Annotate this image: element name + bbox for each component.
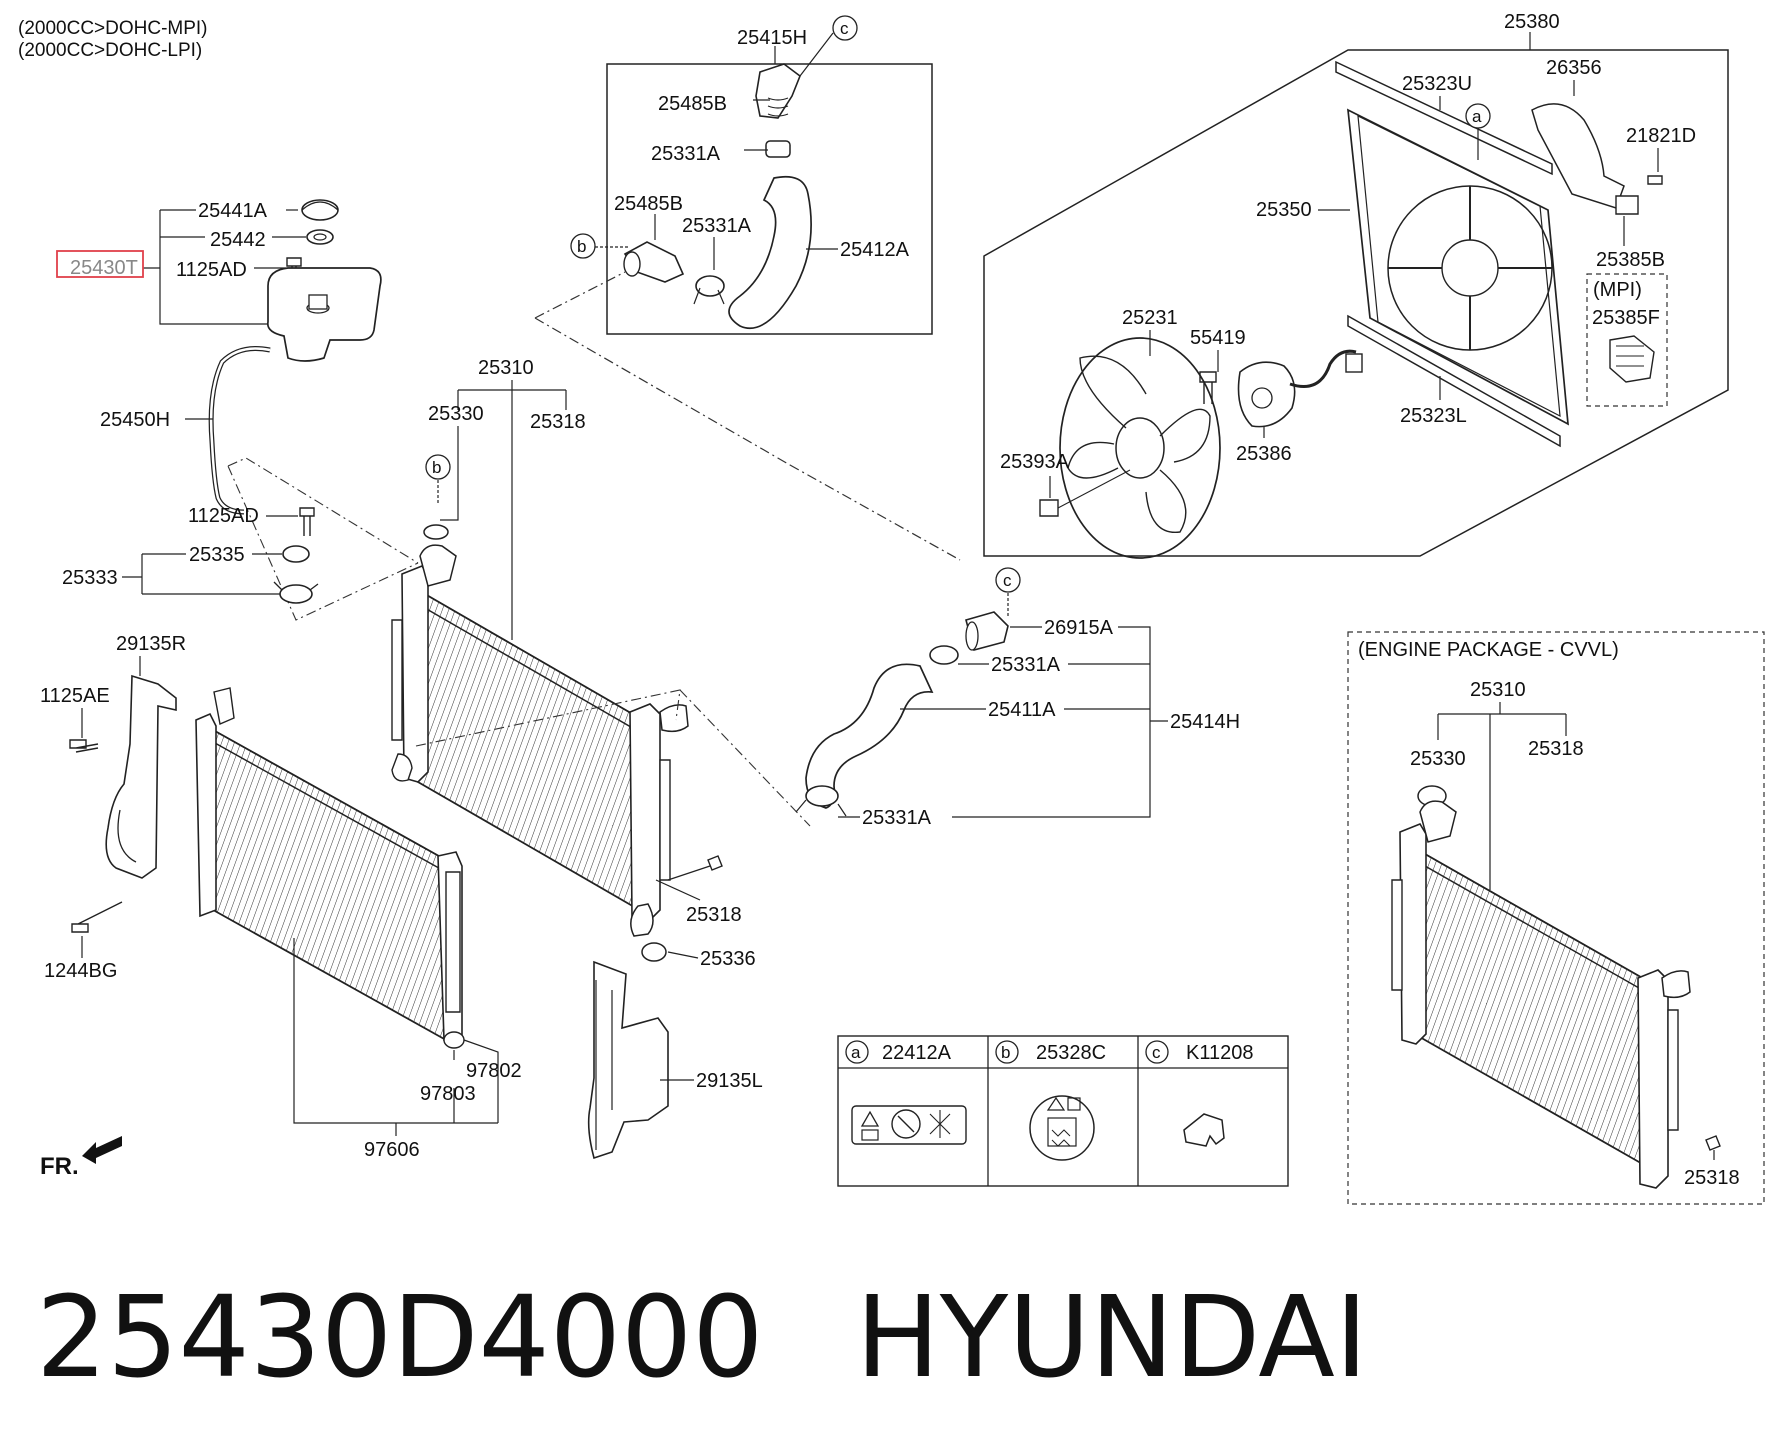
label-25331A-top: 25331A — [651, 143, 721, 165]
legend-part-a: 22412A — [882, 1042, 952, 1064]
air-guide-left-shape — [587, 960, 669, 1160]
label-25385F: 25385F — [1592, 307, 1660, 329]
label-25412A: 25412A — [840, 239, 910, 261]
label-25318-cvvl-top: 25318 — [1528, 738, 1584, 760]
label-25323L: 25323L — [1400, 405, 1467, 427]
fan-shroud-box — [983, 49, 1729, 557]
mpi-box — [1586, 273, 1668, 407]
label-97606: 97606 — [364, 1139, 420, 1161]
label-25331A-r2: 25331A — [862, 807, 932, 829]
label-25450H: 25450H — [100, 409, 170, 431]
warning-label-icon — [851, 1105, 967, 1145]
projection-lines-upper — [534, 271, 961, 561]
lower-hose-bracket-lines — [952, 626, 1168, 818]
label-25385B: 25385B — [1596, 249, 1665, 271]
label-21821D: 21821D — [1626, 125, 1696, 147]
label-25318-top: 25318 — [530, 411, 586, 433]
label-25386: 25386 — [1236, 443, 1292, 465]
front-arrow-icon — [82, 1136, 122, 1164]
cooling-fan-shape — [1059, 337, 1221, 559]
label-25415H: 25415H — [737, 27, 807, 49]
elbow-fitting-shape — [755, 63, 801, 119]
air-guide-right-shape — [105, 674, 177, 879]
callout-a-fan-letter: a — [1472, 107, 1482, 126]
label-25330: 25330 — [428, 403, 484, 425]
label-25411A: 25411A — [988, 699, 1056, 721]
callout-b-hose-letter: b — [577, 237, 586, 256]
label-25485B-top: 25485B — [658, 93, 727, 115]
highlight-box-25430T[interactable] — [56, 250, 144, 278]
label-25430T[interactable]: 25430T — [70, 257, 138, 279]
label-26915A: 26915A — [1044, 617, 1114, 639]
label-25333: 25333 — [62, 567, 118, 589]
shroud-strip-upper — [1335, 60, 1553, 176]
fr-label: FR. — [40, 1153, 79, 1180]
label-25331A-r1: 25331A — [991, 654, 1061, 676]
label-25414H: 25414H — [1170, 711, 1240, 733]
label-29135L: 29135L — [696, 1070, 763, 1092]
label-25350: 25350 — [1256, 199, 1312, 221]
label-25310-cvvl: 25310 — [1470, 679, 1526, 701]
upper-hose-box — [606, 63, 933, 335]
lower-radiator-hose-shape — [805, 663, 934, 809]
legend-table: a 22412A b 25328C c K11208 — [837, 1035, 1289, 1187]
engine-package-box — [1347, 631, 1765, 1205]
shroud-strip-lower — [1347, 314, 1561, 448]
label-25393A: 25393A — [1000, 451, 1070, 473]
label-97802: 97802 — [466, 1060, 522, 1082]
mpi-note: (MPI) — [1593, 279, 1642, 301]
reservoir-bracket-lines — [159, 209, 268, 325]
label-1125AE: 1125AE — [40, 685, 110, 707]
legend-part-c: K11208 — [1186, 1042, 1253, 1064]
engine-package-note: (ENGINE PACKAGE - CVVL) — [1358, 639, 1619, 661]
label-25318-mid: 25318 — [686, 904, 742, 926]
label-29135R: 29135R — [116, 633, 186, 655]
label-26356: 26356 — [1546, 57, 1602, 79]
label-25330-cvvl: 25330 — [1410, 748, 1466, 770]
label-55419: 55419 — [1190, 327, 1246, 349]
callout-c-right-letter: c — [1003, 571, 1012, 590]
projection-lines-lower-hose — [415, 689, 811, 827]
label-25323U: 25323U — [1402, 73, 1472, 95]
label-1244BG: 1244BG — [44, 960, 117, 982]
label-25335: 25335 — [189, 544, 245, 566]
footer-brand: HYUNDAI — [855, 1273, 1368, 1403]
header-note-2: (2000CC>DOHC-LPI) — [18, 40, 202, 61]
label-25331A-mid: 25331A — [682, 215, 752, 237]
label-25442: 25442 — [210, 229, 266, 251]
coolant-reservoir-tank-shape — [266, 267, 382, 362]
label-25380: 25380 — [1504, 11, 1560, 33]
label-25310: 25310 — [478, 357, 534, 379]
legend-letter-b: b — [1001, 1043, 1010, 1062]
legend-letter-c: c — [1152, 1043, 1161, 1062]
label-25231: 25231 — [1122, 307, 1178, 329]
clip-k11208-icon — [1183, 1113, 1225, 1147]
callout-b-hose — [570, 233, 596, 259]
cvvl-radiator-core-shape — [1417, 848, 1647, 1168]
label-1125AD-low: 1125AD — [188, 505, 259, 527]
projection-lines-reservoir — [227, 457, 419, 621]
label-25336: 25336 — [700, 948, 756, 970]
main-radiator-right-tank — [629, 703, 661, 923]
label-25318-cvvl-bottom: 25318 — [1684, 1167, 1740, 1189]
label-25441A: 25441A — [198, 200, 268, 222]
round-warning-label-icon — [1029, 1095, 1095, 1161]
main-radiator-left-tank — [401, 565, 429, 783]
legend-letter-a: a — [851, 1043, 861, 1062]
label-97803: 97803 — [420, 1083, 476, 1105]
legend-part-b: 25328C — [1036, 1042, 1106, 1064]
upper-radiator-hose-shape — [728, 175, 812, 330]
footer-title: 25430D4000 HYUNDAI — [36, 1268, 1736, 1408]
callout-c-top — [832, 15, 858, 41]
callout-b-radiator-letter: b — [432, 458, 441, 477]
reservoir-hose-25450H — [208, 346, 271, 515]
label-1125AD-top: 1125AD — [176, 259, 247, 281]
footer-part-number: 25430D4000 — [36, 1273, 764, 1403]
callout-b-radiator — [425, 454, 451, 480]
callout-c-right — [995, 567, 1021, 593]
header-note-1: (2000CC>DOHC-MPI) — [18, 18, 208, 39]
label-25485B-mid: 25485B — [614, 193, 683, 215]
callout-c-top-letter: c — [840, 19, 849, 38]
